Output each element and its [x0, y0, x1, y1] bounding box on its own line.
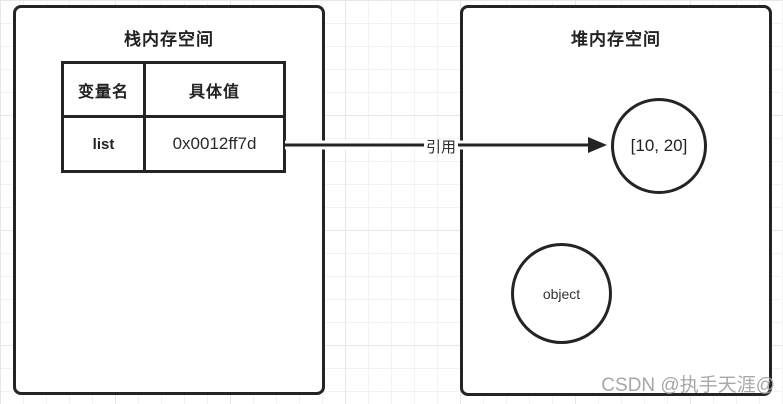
- table-header-variable-name: 变量名: [61, 61, 146, 118]
- heap-object-generic-circle: object: [511, 243, 612, 344]
- variable-value-cell: 0x0012ff7d: [143, 115, 286, 173]
- reference-arrow-label: 引用: [425, 139, 456, 156]
- csdn-watermark: CSDN @执手天涯@: [601, 375, 775, 396]
- stack-box-title: 栈内存空间: [124, 30, 214, 49]
- heap-object-array-label: [10, 20]: [630, 136, 688, 155]
- variable-table: 变量名 具体值 list 0x0012ff7d: [61, 61, 286, 173]
- variable-name-cell: list: [61, 115, 146, 173]
- heap-memory-box: 堆内存空间 [10, 20] object: [460, 5, 772, 396]
- heap-object-array-circle: [10, 20]: [611, 98, 707, 194]
- table-header-value: 具体值: [143, 61, 286, 118]
- stack-memory-box: 栈内存空间 变量名 具体值 list 0x0012ff7d: [13, 5, 325, 395]
- heap-box-title: 堆内存空间: [571, 30, 661, 49]
- table-header-row: 变量名 具体值: [61, 61, 286, 118]
- heap-object-generic-label: object: [542, 285, 581, 302]
- table-row: list 0x0012ff7d: [61, 115, 286, 173]
